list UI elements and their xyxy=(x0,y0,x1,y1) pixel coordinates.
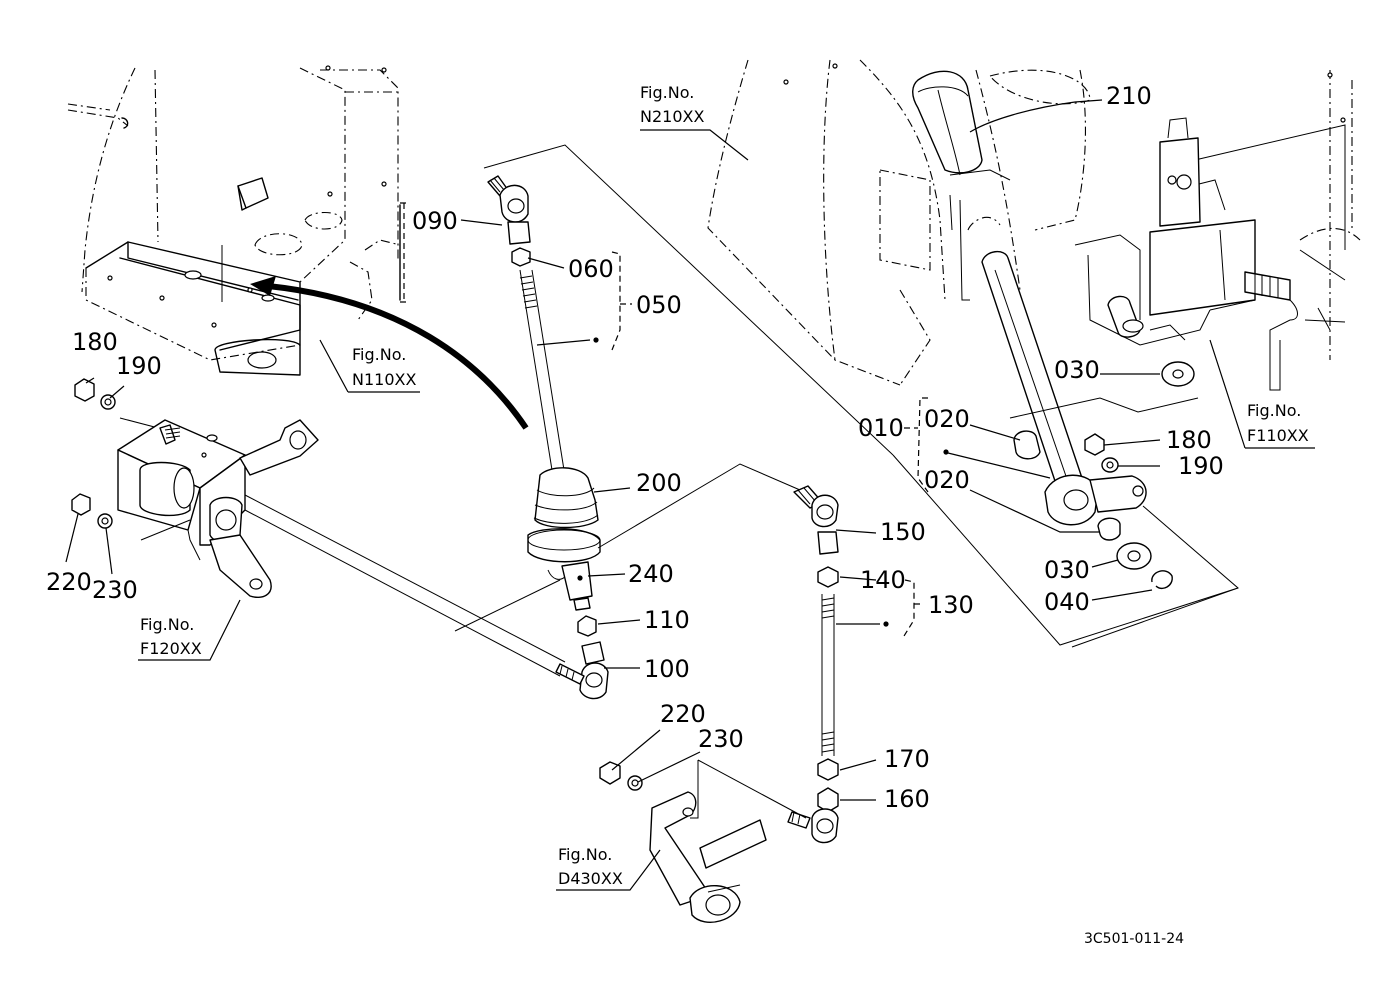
callout-030-bottom: 030 xyxy=(1044,556,1090,584)
callout-230-left: 230 xyxy=(92,576,138,604)
rod-050-drawing xyxy=(483,144,1239,646)
fig-ref-n210-line1: Fig.No. xyxy=(640,83,694,102)
fig-ref-n110-line1: Fig.No. xyxy=(352,345,406,364)
callout-090: 090 xyxy=(412,207,458,235)
group-braces xyxy=(400,202,929,637)
callout-160: 160 xyxy=(884,785,930,813)
fig-ref-d430-line1: Fig.No. xyxy=(558,845,612,864)
callout-100: 100 xyxy=(644,655,690,683)
dash-panel-drawing xyxy=(707,59,1091,386)
callout-060: 060 xyxy=(568,255,614,283)
reference-arrow xyxy=(250,276,529,430)
fig-ref-n210[interactable]: Fig.No. N210XX xyxy=(640,83,704,126)
frame-assembly-drawing xyxy=(67,65,401,376)
fig-ref-f110-line2: F110XX xyxy=(1247,426,1309,445)
callout-030-top: 030 xyxy=(1054,356,1100,384)
callout-labels: 210 090 060 050 180 190 030 010 020 180 … xyxy=(46,82,1224,813)
callout-130: 130 xyxy=(928,591,974,619)
fig-ref-f120-line2: F120XX xyxy=(140,639,202,658)
callout-040: 040 xyxy=(1044,588,1090,616)
pedal-arm-drawing xyxy=(599,759,807,923)
drawing-code: 3C501-011-24 xyxy=(1084,931,1184,947)
callout-110: 110 xyxy=(644,606,690,634)
fig-ref-f120-line1: Fig.No. xyxy=(140,615,194,634)
callout-010: 010 xyxy=(858,414,904,442)
callout-230-bottom: 230 xyxy=(698,725,744,753)
fig-ref-f110-line1: Fig.No. xyxy=(1247,401,1301,420)
callout-180-right: 180 xyxy=(1166,426,1212,454)
callout-050: 050 xyxy=(636,291,682,319)
leader-lines xyxy=(65,99,1315,891)
rod-130-drawing xyxy=(787,485,839,844)
fig-ref-f110[interactable]: Fig.No. F110XX xyxy=(1247,401,1309,445)
callout-170: 170 xyxy=(884,745,930,773)
callout-210: 210 xyxy=(1106,82,1152,110)
boot-assembly-drawing xyxy=(454,463,801,700)
callout-180-left: 180 xyxy=(72,328,118,356)
callout-190-left: 190 xyxy=(116,352,162,380)
figure-references: Fig.No. N210XX Fig.No. N110XX Fig.No. F1… xyxy=(140,83,1309,888)
callout-200: 200 xyxy=(636,469,682,497)
callout-220-bottom: 220 xyxy=(660,700,706,728)
callout-220-left: 220 xyxy=(46,568,92,596)
fig-ref-n110-line2: N110XX xyxy=(352,370,416,389)
callout-240: 240 xyxy=(628,560,674,588)
callout-190-right: 190 xyxy=(1178,452,1224,480)
callout-020-bottom: 020 xyxy=(924,466,970,494)
fig-ref-d430-line2: D430XX xyxy=(558,869,623,888)
fig-ref-n210-line2: N210XX xyxy=(640,107,704,126)
fig-ref-d430[interactable]: Fig.No. D430XX xyxy=(558,845,623,888)
callout-140: 140 xyxy=(860,566,906,594)
lever-bracket-drawing xyxy=(981,70,1361,648)
pedal-bracket-drawing xyxy=(71,378,566,677)
fig-ref-n110[interactable]: Fig.No. N110XX xyxy=(352,345,416,389)
callout-150: 150 xyxy=(880,518,926,546)
fig-ref-f120[interactable]: Fig.No. F120XX xyxy=(140,615,202,658)
callout-020-top: 020 xyxy=(924,405,970,433)
